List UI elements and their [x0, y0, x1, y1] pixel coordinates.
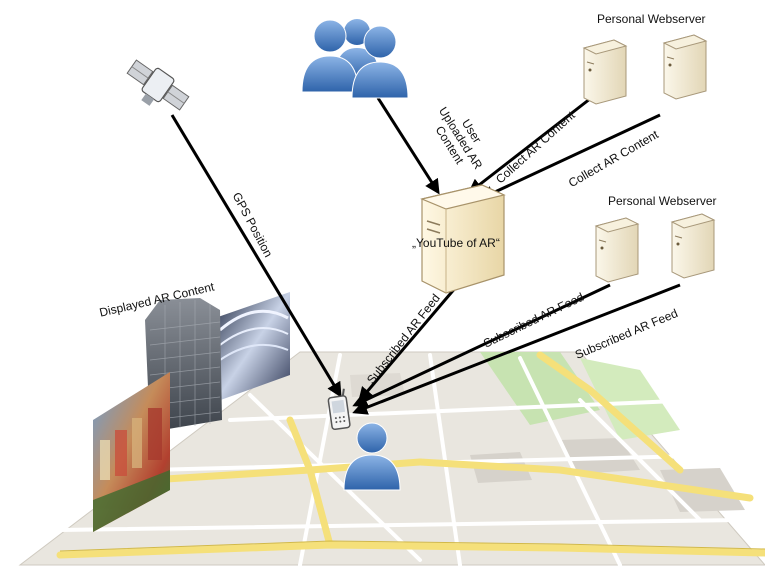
server-icon [662, 34, 708, 100]
data-flow-arrows [170, 93, 681, 415]
user-icon [343, 422, 401, 491]
personal-webserver-label-right: Personal Webserver [608, 194, 717, 208]
collect-arrow-2 [479, 113, 661, 200]
server-icon [582, 39, 628, 105]
city-map [18, 351, 765, 567]
upload-arrow [376, 97, 440, 195]
personal-webserver-label-top: Personal Webserver [597, 12, 706, 26]
gps-arrow [170, 114, 342, 398]
server-icon [670, 213, 716, 279]
smartphone-icon [327, 388, 351, 431]
collect-arrow-1 [467, 93, 596, 194]
feed-arrow-1 [352, 283, 611, 407]
feed-arrow-main [358, 279, 464, 403]
youtube-of-ar-server-icon [420, 184, 506, 294]
displayed-ar-content-images [93, 292, 290, 532]
youtube-of-ar-label: „YouTube of AR“ [412, 236, 500, 250]
server-icon [594, 217, 640, 283]
user-group-icon [301, 19, 409, 99]
park-area [580, 358, 680, 440]
feed-arrow-2 [352, 283, 681, 415]
satellite-icon [126, 59, 190, 111]
